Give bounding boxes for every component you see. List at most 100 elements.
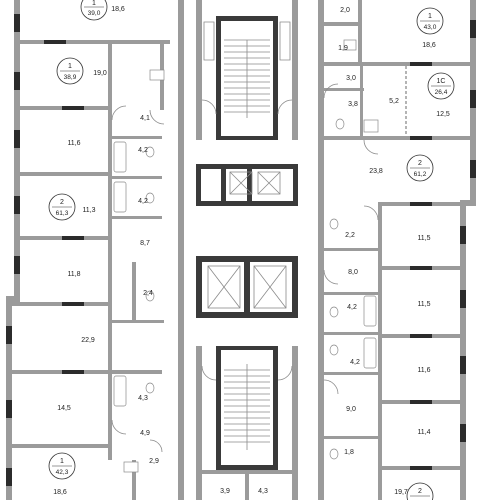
elevator-shaft-icon [207, 265, 241, 309]
room-area: 4,9 [140, 430, 150, 437]
elevator-wall [244, 256, 250, 318]
partition [324, 22, 362, 26]
door-arc [323, 379, 339, 395]
door-arc [363, 139, 379, 155]
toilet-icon [329, 306, 339, 318]
window [14, 72, 20, 90]
partition [324, 372, 378, 375]
partition [12, 444, 112, 448]
apartment-marker: 1 38,9 [56, 57, 84, 85]
apartment-marker: 1 42,3 [48, 452, 76, 480]
bathtub-icon [113, 141, 127, 173]
window [62, 106, 84, 110]
partition [112, 216, 162, 219]
window [6, 326, 12, 344]
stair-wall [273, 16, 278, 140]
elevator-shaft-icon [229, 171, 253, 195]
room-area: 1,8 [344, 449, 354, 456]
window [410, 400, 432, 404]
shaft [203, 21, 215, 61]
right-wall-step [460, 200, 476, 206]
left-wing [6, 0, 184, 500]
elevator-wall [293, 164, 298, 206]
door-arc [111, 105, 127, 121]
elevator-shaft-icon [253, 265, 287, 309]
apartment-marker: 1 43,0 [416, 7, 444, 35]
right-wing [318, 0, 476, 500]
room-area: 11,8 [67, 271, 80, 278]
room-area: 18,6 [53, 489, 67, 496]
window [460, 356, 466, 374]
partition [12, 370, 162, 374]
window [62, 302, 84, 306]
window [62, 370, 84, 374]
elevator-wall [196, 201, 298, 206]
stair-wall [216, 16, 278, 21]
partition [324, 136, 470, 140]
elevator-wall [292, 256, 298, 318]
shaft [279, 21, 291, 61]
bathtub-icon [363, 337, 377, 369]
room-area: 2,0 [340, 7, 350, 14]
apartment-marker: 1 39,0 [80, 0, 108, 21]
window [460, 290, 466, 308]
room-area: 19,0 [93, 70, 107, 77]
partition [112, 320, 164, 323]
room-area: 11,6 [417, 367, 430, 374]
elevator-wall [247, 164, 252, 206]
core-wall [292, 0, 298, 140]
partition-vertical [245, 474, 249, 500]
partition [324, 248, 378, 251]
window [470, 20, 476, 38]
window [410, 136, 432, 140]
apartment-type: 1 [92, 0, 96, 7]
door-arc [149, 439, 163, 453]
apartment-type: 1С [437, 78, 446, 85]
partition [324, 332, 378, 335]
partition-vertical [132, 262, 136, 322]
upper-stair-steps [224, 39, 270, 118]
room-area: 1,9 [338, 45, 348, 52]
sink-icon [149, 69, 165, 81]
room-area: 5,2 [389, 98, 399, 105]
door-arc [277, 365, 293, 381]
room-area: 18,6 [422, 42, 436, 49]
window [470, 160, 476, 178]
room-area: 9,0 [346, 406, 356, 413]
toilet-icon [145, 382, 155, 394]
toilet-icon [145, 192, 155, 204]
apartment-area: 42,3 [56, 469, 69, 476]
door-arc [149, 109, 165, 125]
room-area: 23,8 [369, 168, 383, 175]
room-area: 18,6 [111, 6, 125, 13]
room-labels: 18,6 19,0 4,1 11,6 4,2 4,2 11,3 8,7 11,8… [53, 6, 450, 496]
apartment-markers: 1 39,0 1 38,9 2 61,3 1 42,3 1 43,0 [48, 0, 455, 500]
bathtub-icon [363, 295, 377, 327]
window [14, 196, 20, 214]
apartment-type: 1 [68, 63, 72, 70]
door-arc [277, 99, 293, 115]
window [410, 466, 432, 470]
elevator-wall [221, 164, 226, 206]
stair-wall [216, 16, 221, 140]
central-core [196, 0, 298, 500]
toilet-icon [329, 218, 339, 230]
partition [112, 176, 162, 179]
room-area: 2,9 [149, 458, 159, 465]
partition-vertical [358, 0, 362, 62]
room-area: 4,3 [138, 395, 148, 402]
window [6, 400, 12, 418]
room-area: 4,2 [350, 359, 360, 366]
window [14, 14, 20, 32]
apartment-type: 1 [60, 458, 64, 465]
apartment-marker: 2 61,2 [406, 154, 434, 182]
room-area: 4,2 [138, 198, 148, 205]
room-area: 12,5 [436, 111, 450, 118]
room-area: 11,6 [67, 140, 80, 147]
room-area: 11,4 [417, 429, 430, 436]
stair-wall [216, 136, 278, 140]
window [410, 266, 432, 270]
elevator-wall [196, 312, 298, 318]
partition-vertical [378, 202, 382, 500]
